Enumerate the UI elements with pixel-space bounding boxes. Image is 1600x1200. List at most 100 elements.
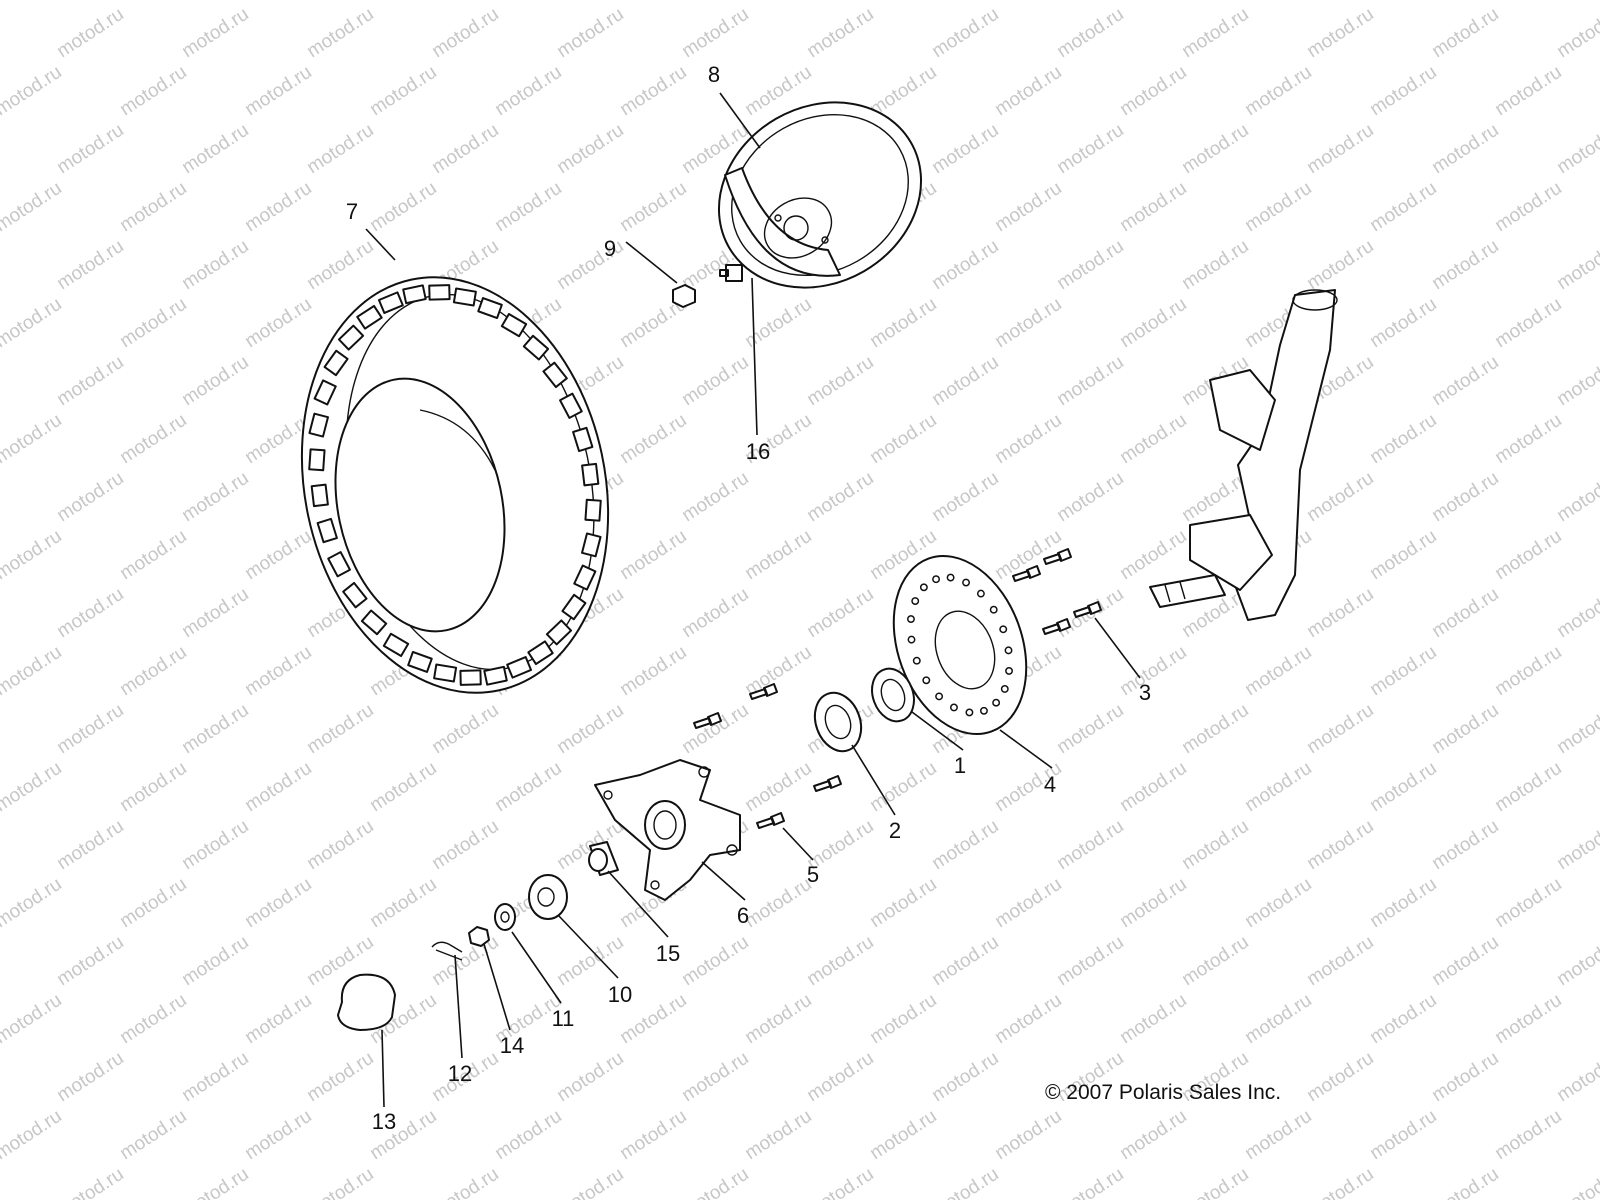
watermark-text: motod.ru [0, 526, 66, 584]
watermark-text: motod.ru [1428, 4, 1502, 62]
watermark-text: motod.ru [741, 874, 815, 932]
watermark-text: motod.ru [1553, 468, 1600, 526]
watermark-text: motod.ru [0, 0, 66, 4]
watermark-text: motod.ru [1491, 62, 1565, 120]
watermark-text: motod.ru [178, 468, 252, 526]
watermark-text: motod.ru [1053, 816, 1127, 874]
watermark-text: motod.ru [53, 700, 127, 758]
disc-hole [919, 583, 928, 592]
watermark-text: motod.ru [1428, 352, 1502, 410]
spacer-washer-part [528, 874, 568, 920]
watermark-text: motod.ru [491, 758, 565, 816]
watermark-text: motod.ru [366, 178, 440, 236]
watermark-text: motod.ru [241, 990, 315, 1048]
disc-hole [907, 635, 916, 644]
disc-hole [992, 698, 1001, 707]
watermark-text: motod.ru [553, 120, 627, 178]
watermark-text: motod.ru [116, 758, 190, 816]
disc-hole [1005, 666, 1013, 675]
disc-holes [907, 573, 1013, 717]
watermark-text: motod.ru [1116, 642, 1190, 700]
watermark-text: motod.ru [1178, 1164, 1252, 1200]
watermark-text: motod.ru [0, 120, 3, 178]
callout-16: 16 [746, 439, 770, 464]
watermark-text: motod.ru [1428, 1048, 1502, 1106]
watermark-text: motod.ru [1428, 468, 1502, 526]
leader-line [701, 861, 746, 901]
tread-block [316, 517, 338, 544]
watermark-text: motod.ru [803, 4, 877, 62]
disc-hole [1004, 646, 1013, 655]
tread-block [522, 334, 550, 361]
watermark-text: motod.ru [116, 990, 190, 1048]
watermark-text: motod.ru [1491, 990, 1565, 1048]
watermark-text: motod.ru [1366, 0, 1440, 4]
callout-15: 15 [656, 941, 680, 966]
tread-block [581, 462, 600, 487]
watermark-text: motod.ru [0, 62, 66, 120]
watermark-text: motod.ru [741, 526, 815, 584]
watermark-text: motod.ru [991, 410, 1065, 468]
watermark-text: motod.ru [741, 1106, 815, 1164]
hub-part [594, 759, 741, 901]
tread-block [308, 412, 329, 438]
watermark-text: motod.ru [0, 584, 3, 642]
watermark-text: motod.ru [616, 642, 690, 700]
watermark-text: motod.ru [428, 1164, 502, 1200]
tread-block [323, 349, 349, 377]
watermark-text: motod.ru [1428, 700, 1502, 758]
watermark-text: motod.ru [53, 352, 127, 410]
watermark-text: motod.ru [303, 236, 377, 294]
watermark-text: motod.ru [178, 236, 252, 294]
watermark-text: motod.ru [928, 932, 1002, 990]
watermark-text: motod.ru [678, 468, 752, 526]
watermark-text: motod.ru [803, 468, 877, 526]
watermark-text: motod.ru [1241, 758, 1315, 816]
watermark-text: motod.ru [303, 4, 377, 62]
watermark-text: motod.ru [1116, 294, 1190, 352]
leader-line [381, 1029, 385, 1108]
watermark-text: motod.ru [1178, 816, 1252, 874]
watermark-text: motod.ru [1303, 1164, 1377, 1200]
watermark-text: motod.ru [553, 1048, 627, 1106]
watermark-text: motod.ru [53, 120, 127, 178]
watermark-text: motod.ru [741, 0, 815, 4]
watermark-text: motod.ru [1428, 816, 1502, 874]
watermark-text: motod.ru [1116, 0, 1190, 4]
watermark-text: motod.ru [1053, 468, 1127, 526]
tread-block [377, 291, 404, 314]
watermark-text: motod.ru [741, 642, 815, 700]
bolt [1043, 548, 1072, 565]
leader-lines [365, 92, 1141, 1108]
watermark-text: motod.ru [1366, 990, 1440, 1048]
watermark-text: motod.ru [678, 352, 752, 410]
leader-line [607, 870, 669, 938]
watermark-text: motod.ru [1366, 1106, 1440, 1164]
watermark-text: motod.ru [0, 990, 66, 1048]
watermark-text: motod.ru [53, 584, 127, 642]
disc-hole [946, 573, 955, 582]
disc-hole [976, 589, 985, 598]
watermark-text: motod.ru [53, 816, 127, 874]
tread-block [407, 650, 433, 673]
watermark-text: motod.ru [803, 932, 877, 990]
watermark-text: motod.ru [1491, 642, 1565, 700]
watermark-text: motod.ru [0, 468, 3, 526]
watermark-text: motod.ru [1178, 700, 1252, 758]
watermark-text: motod.ru [241, 0, 315, 4]
watermark-text: motod.ru [0, 1048, 3, 1106]
watermark-text: motod.ru [1553, 816, 1600, 874]
watermark-text: motod.ru [116, 642, 190, 700]
watermark-text: motod.ru [428, 120, 502, 178]
watermark-text: motod.ru [366, 874, 440, 932]
watermark-text: motod.ru [1116, 758, 1190, 816]
watermark-text: motod.ru [0, 4, 3, 62]
watermark-text: motod.ru [0, 1164, 3, 1200]
bolt [1042, 618, 1071, 635]
watermark-text: motod.ru [553, 700, 627, 758]
watermark-text: motod.ru [366, 0, 440, 4]
watermark-text: motod.ru [1553, 1048, 1600, 1106]
castle-nut-part [468, 926, 490, 947]
watermark-text: motod.ru [1303, 468, 1377, 526]
watermark-text: motod.ru [803, 352, 877, 410]
